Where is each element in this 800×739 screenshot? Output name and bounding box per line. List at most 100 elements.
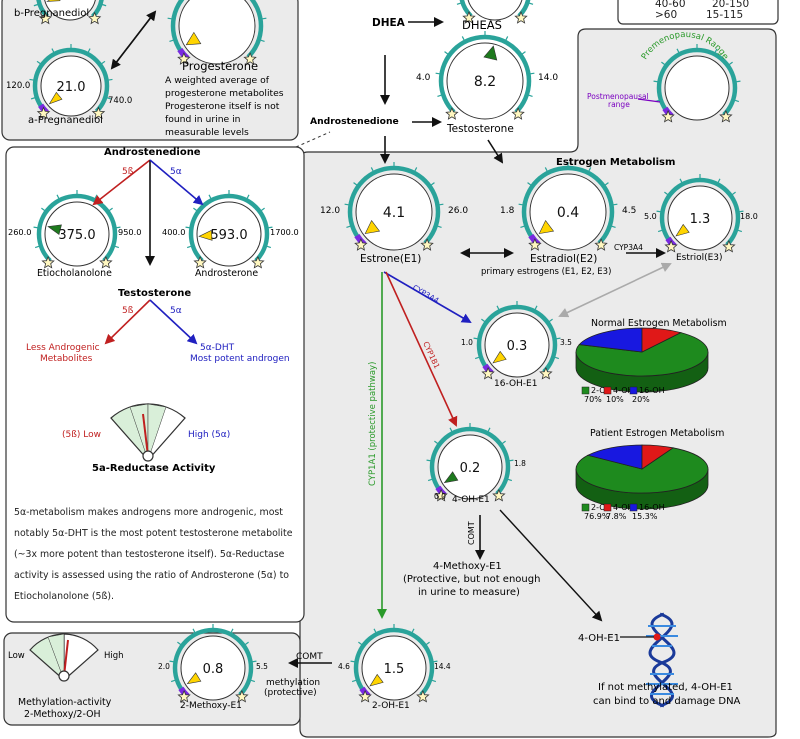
- normal-pie-title: Normal Estrogen Metabolism: [591, 318, 727, 329]
- legend-value-2-oh: 76.9%: [584, 512, 610, 521]
- premenopausal-gauge: [653, 44, 741, 123]
- etiocholanolone-tick: [34, 245, 40, 249]
- 4-oh-e1-tick: [507, 478, 513, 482]
- a-pregnanediol-tick: [108, 78, 113, 81]
- progesterone-tick: [167, 17, 172, 20]
- gauge-high-label: High (5α): [188, 430, 230, 440]
- 2-methoxy-e1-range-arc: [172, 627, 254, 697]
- dht-label: 5α-DHT: [200, 343, 235, 353]
- ref-row2-col1: >60: [655, 9, 677, 21]
- 4-oh-e1-tick: [427, 478, 433, 482]
- estradiol-pointer: [538, 219, 555, 235]
- e1-high: 26.0: [448, 206, 468, 216]
- 16-oh-e1-tick: [549, 318, 553, 322]
- dna-note-1: If not methylated, 4-OH-E1: [598, 682, 733, 693]
- 2-methoxy-e1-dial: [180, 635, 246, 701]
- estrone-tick: [414, 167, 418, 172]
- 4-oh-e1-range-arc: [429, 426, 511, 496]
- premenopausal-dial: [664, 55, 730, 121]
- androsterone-low-star-icon: [193, 255, 207, 269]
- a-preg-high: 740.0: [108, 96, 132, 106]
- 4-oh-e1-high-star-icon: [492, 488, 506, 502]
- estradiol-tick: [588, 167, 592, 172]
- estriol-tick: [657, 229, 663, 233]
- less-androgenic-1: Less Androgenic: [26, 343, 100, 353]
- androsterone-tick: [208, 194, 212, 199]
- estriol-tick: [664, 191, 668, 195]
- 16-oh-e1-tick: [474, 356, 480, 360]
- 2-methoxy-e1-tick: [177, 641, 181, 645]
- premenopausal-high-star-icon: [719, 109, 733, 123]
- progesterone-note-3: Progesterone itself is not: [165, 101, 280, 112]
- androsterone-tick: [261, 207, 265, 211]
- testosterone-high-star-icon: [511, 107, 525, 120]
- estradiol-range-arc: [521, 165, 615, 245]
- oh16-low: 1.0: [461, 338, 473, 347]
- b-pregnanediol-high-star-icon: [87, 11, 102, 25]
- dhea-label: DHEA: [372, 17, 406, 29]
- etio-high: 950.0: [118, 227, 141, 237]
- premenopausal-tick: [661, 61, 665, 65]
- premenopausal-tick: [729, 61, 733, 65]
- testosterone-tick: [528, 94, 533, 98]
- 16-oh-e1-pointer: [492, 350, 507, 364]
- testosterone-tick: [461, 36, 465, 41]
- estrone-low-star-icon: [354, 238, 368, 251]
- androstenedione-top-label: Androstenedione: [310, 116, 399, 127]
- oh2-label: 2-OH-E1: [372, 701, 410, 711]
- oh4-high: 1.8: [514, 459, 526, 468]
- five-alpha-label-1: 5α: [170, 167, 182, 177]
- 16-oh-e1-tick: [554, 356, 560, 360]
- 4-oh-e1-tick: [449, 427, 453, 432]
- oh16-label: 16-OH-E1: [494, 379, 537, 389]
- e3-label: Estriol(E3): [676, 253, 723, 263]
- 4-oh-e1-low-star-icon: [434, 488, 448, 502]
- estriol-tick: [679, 178, 683, 183]
- activity-title: 5a-Reductase Activity: [92, 463, 216, 474]
- andro-high: 1700.0: [270, 227, 299, 237]
- e2-label: Estradiol(E2): [530, 253, 597, 265]
- methylation-high-label: High: [104, 651, 124, 661]
- estrone-tick: [346, 225, 351, 229]
- a-pregnanediol-tick: [51, 48, 55, 53]
- b-pregnanediol-low-star-icon: [38, 11, 53, 25]
- e1-low: 12.0: [320, 206, 340, 216]
- legend-value-16-oh: 15.3%: [632, 512, 658, 521]
- a-pregnanediol-tick: [106, 97, 112, 100]
- 2-oh-e1-tick: [358, 641, 362, 645]
- cyp3a4-e3-label: CYP3A4: [614, 243, 643, 252]
- 2-methoxy-e1-tick: [252, 660, 257, 663]
- estrone-pointer: [364, 219, 381, 235]
- etiocholanolone-tick: [116, 226, 121, 229]
- testosterone-tick: [521, 51, 526, 55]
- 2-oh-e1-tick: [350, 660, 355, 663]
- androsterone-value: 593.0: [210, 228, 247, 243]
- progesterone-pointer: [185, 31, 202, 46]
- methoxy4-title: 4-Methoxy-E1: [433, 561, 502, 572]
- b-pregnanediol-label: b-Pregnanediol: [14, 8, 89, 19]
- 4-oh-e1-tick: [434, 440, 438, 444]
- methylation-activity-gauge: [29, 633, 99, 682]
- estradiol-tick: [544, 167, 548, 172]
- legend-label-4-oh: 4-OH: [613, 386, 634, 395]
- 4-oh-e1-tick: [509, 459, 514, 462]
- androstenedione-label: Androstenedione: [104, 147, 201, 158]
- androsterone-pointer: [198, 229, 213, 241]
- legend-label-2-oh: 2-OH: [591, 386, 612, 395]
- a-pregnanediol-value: 21.0: [57, 80, 86, 95]
- legend-value-4-oh: 10%: [606, 395, 624, 404]
- testosterone-tick: [530, 72, 535, 75]
- 2-oh-e1-tick: [433, 660, 438, 663]
- premenopausal-tick: [653, 80, 658, 83]
- etio-low: 260.0: [8, 227, 31, 237]
- premenopausal-tick: [736, 80, 741, 83]
- a-pregnanediol-high-star-icon: [91, 106, 106, 120]
- pie-slice-4-oh: [641, 327, 682, 353]
- progesterone-tick: [169, 39, 174, 43]
- testosterone-tick: [444, 51, 449, 55]
- pie-slice-2-oh: [575, 447, 709, 494]
- estrone-range-arc: [347, 165, 441, 245]
- five-beta-label-2: 5ß: [122, 306, 134, 316]
